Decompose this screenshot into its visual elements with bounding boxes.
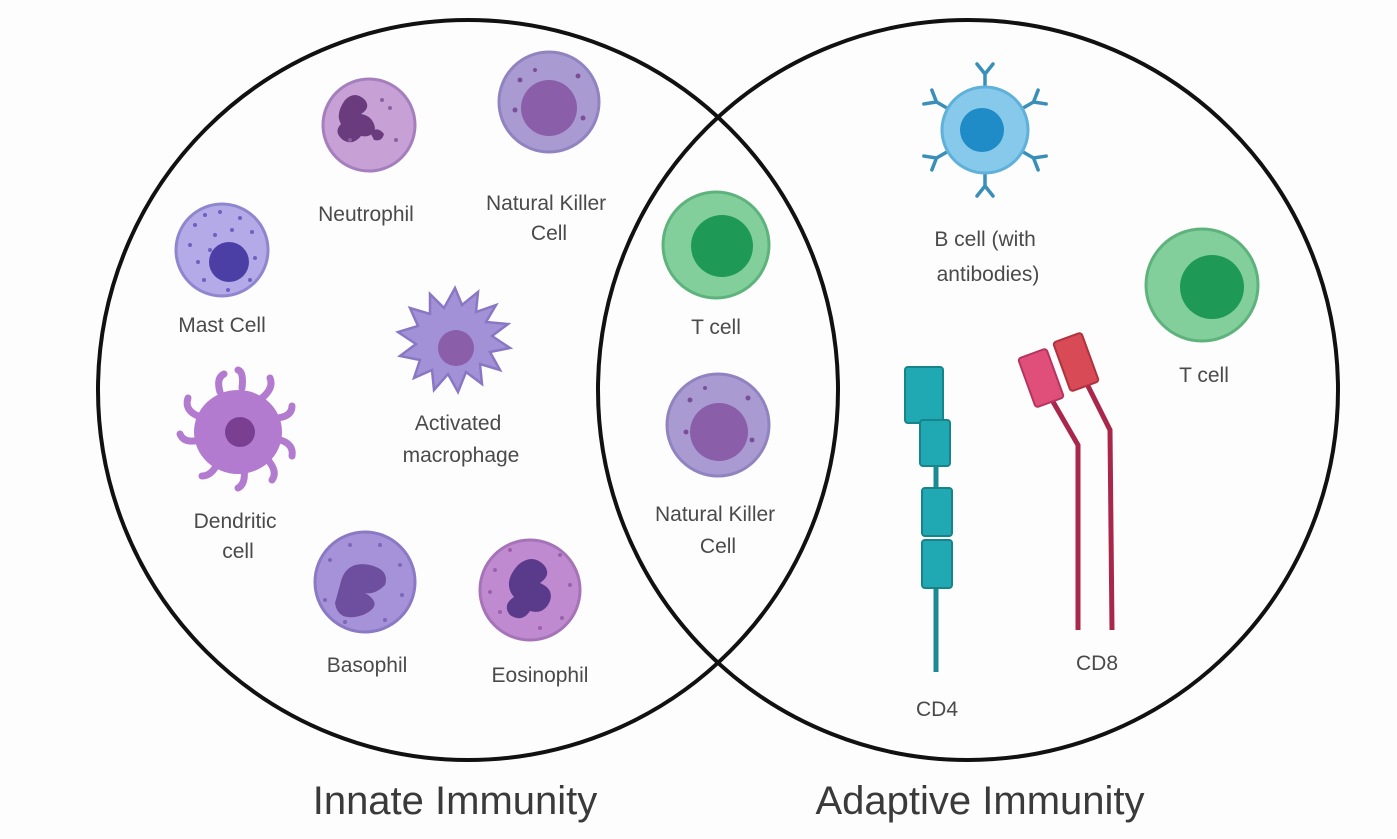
natural-killer-cell-label: Natural Killer Cell bbox=[486, 192, 612, 245]
cd4-label: CD4 bbox=[916, 698, 958, 721]
cd8-label: CD8 bbox=[1076, 652, 1118, 675]
neutrophil-label: Neutrophil bbox=[318, 203, 414, 226]
t-cell-adaptive-label: T cell bbox=[1179, 364, 1229, 387]
adaptive-circle bbox=[596, 18, 1340, 762]
adaptive-immunity-title: Adaptive Immunity bbox=[815, 779, 1144, 823]
mast-cell-label: Mast Cell bbox=[178, 314, 266, 337]
t-cell-adaptive-icon bbox=[1144, 227, 1260, 343]
eosinophil-icon bbox=[478, 538, 582, 642]
cd8-receptor-icon bbox=[1017, 332, 1115, 631]
natural-killer-cell-shared-label: Natural Killer Cell bbox=[655, 503, 781, 558]
b-cell-icon bbox=[922, 62, 1048, 198]
dendritic-cell-label: Dendritic cell bbox=[194, 510, 283, 563]
t-cell-icon bbox=[661, 190, 771, 300]
basophil-icon bbox=[313, 530, 417, 634]
activated-macrophage-label: Activated macrophage bbox=[403, 412, 520, 467]
neutrophil-icon bbox=[321, 77, 417, 173]
natural-killer-cell-shared-icon bbox=[665, 372, 771, 478]
b-cell-label: B cell (with antibodies) bbox=[934, 228, 1041, 286]
activated-macrophage-icon bbox=[395, 285, 514, 395]
basophil-label: Basophil bbox=[327, 654, 408, 677]
cd4-receptor-icon bbox=[904, 366, 953, 672]
mast-cell-icon bbox=[174, 202, 270, 298]
dendritic-cell-icon bbox=[176, 366, 296, 492]
innate-immunity-title: Innate Immunity bbox=[313, 779, 598, 823]
innate-circle bbox=[96, 18, 840, 762]
natural-killer-cell-icon bbox=[497, 50, 601, 154]
t-cell-label: T cell bbox=[691, 316, 741, 339]
eosinophil-label: Eosinophil bbox=[492, 664, 589, 687]
